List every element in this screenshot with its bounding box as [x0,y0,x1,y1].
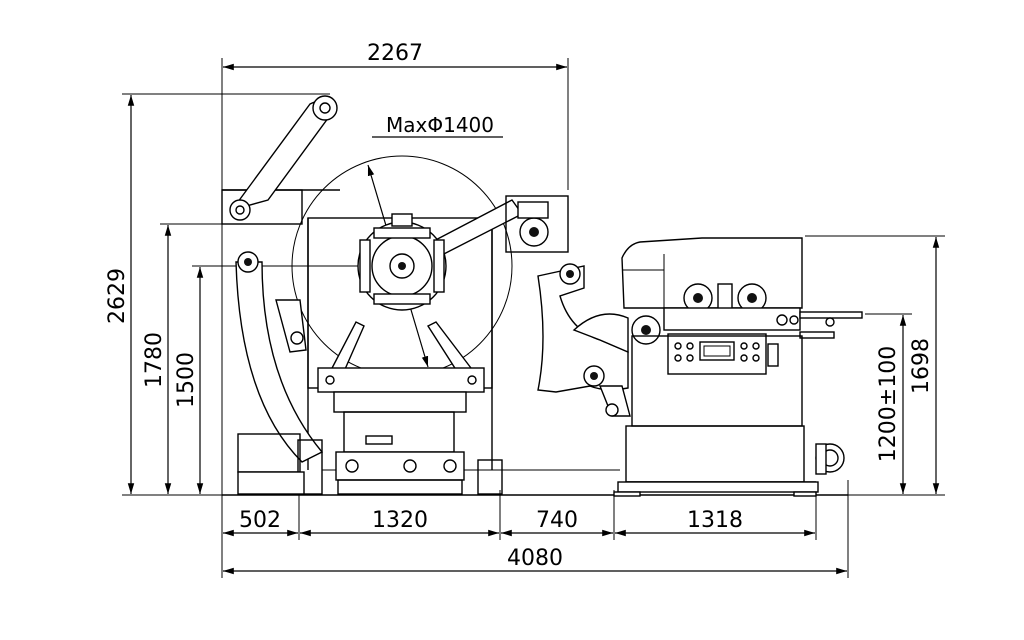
dimension-lines [127,63,940,575]
dim-seg-2: 1320 [372,508,428,533]
uncoiler [221,95,569,495]
dim-seg-4: 1318 [687,508,743,533]
extension-lines [122,58,945,578]
dim-total-length: 4080 [507,546,563,571]
dim-height-1500: 1500 [174,352,199,408]
straightener [613,237,863,497]
dim-total-height: 2629 [105,268,130,324]
dim-top-width: 2267 [367,41,423,66]
dim-height-1780: 1780 [142,332,167,388]
dim-height-right: 1698 [909,338,934,394]
dim-coil-max: MaxΦ1400 [386,113,494,137]
dim-seg-1: 502 [239,508,281,533]
dimension-labels: 2267 MaxΦ1400 2629 1780 1500 1698 1200±1… [105,41,934,571]
dim-line-height: 1200±100 [876,346,901,462]
dim-seg-3: 740 [536,508,578,533]
feeder-arm [537,263,631,417]
